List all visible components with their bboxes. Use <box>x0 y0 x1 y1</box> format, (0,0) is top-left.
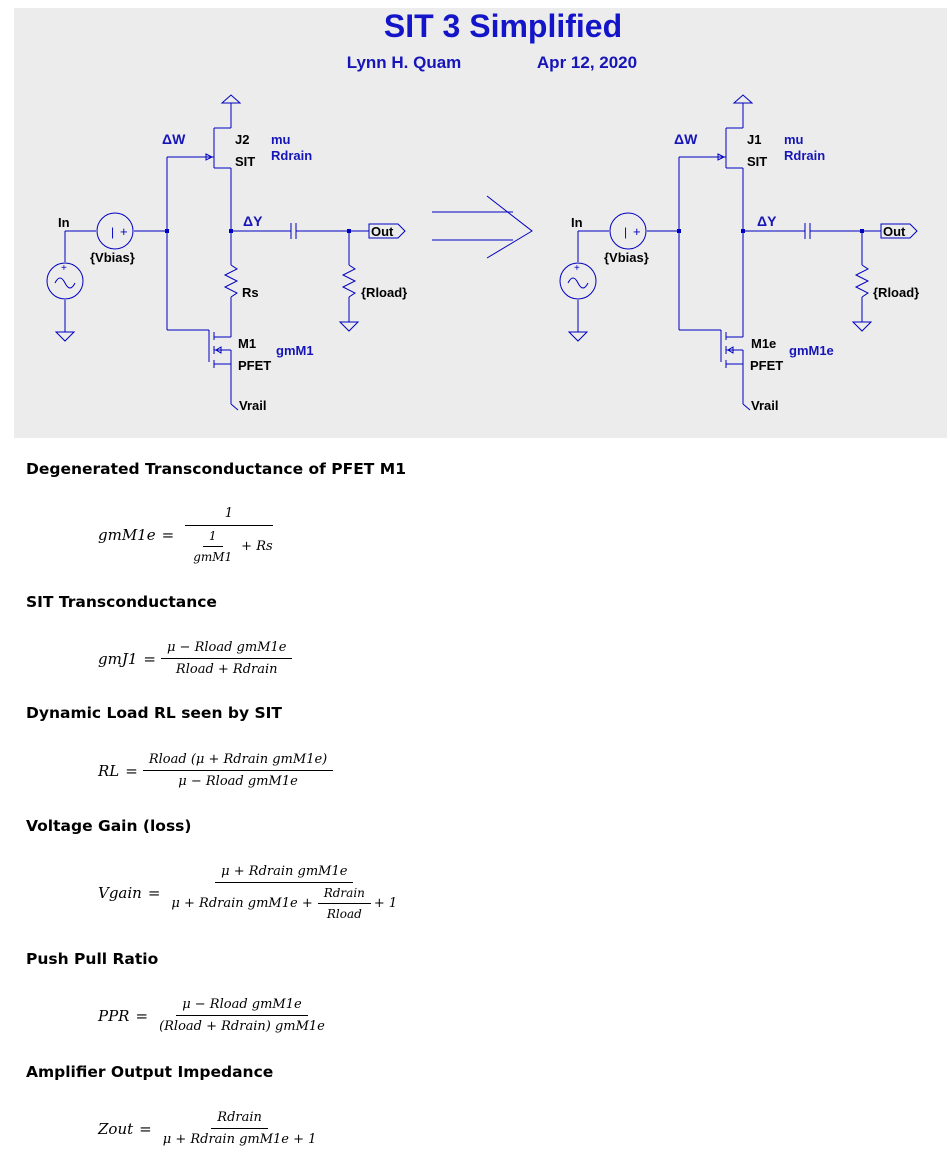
denominator: Rload + Rdrain <box>175 662 278 677</box>
equation-lhs: gmM1e <box>98 526 156 544</box>
equation-gmj1: gmJ1= μ − Rload gmM1e Rload + Rdrain <box>98 640 293 677</box>
fraction: Rload (μ + Rdrain gmM1e) μ − Rload gmM1e <box>142 752 334 789</box>
fraction: Rdrain μ + Rdrain gmM1e + 1 <box>157 1110 323 1147</box>
section-heading-sit-gm: SIT Transconductance <box>26 593 217 611</box>
mos-model-right: PFET <box>750 358 783 373</box>
denominator-post: + 1 <box>373 896 398 911</box>
jfet-model-left: SIT <box>235 154 255 169</box>
section-heading-voltage-gain: Voltage Gain (loss) <box>26 817 192 835</box>
equation-ppr: PPR= μ − Rload gmM1e (Rload + Rdrain) gm… <box>98 997 331 1034</box>
inner-denominator: Rload <box>326 907 362 921</box>
section-heading-output-impedance: Amplifier Output Impedance <box>26 1063 274 1081</box>
rload-label-left: {Rload} <box>361 285 407 300</box>
left-schematic <box>46 94 406 411</box>
numerator: Rdrain <box>211 1110 268 1129</box>
gm-label-right: gmM1e <box>789 343 834 358</box>
equation-lhs: PPR <box>98 1006 130 1025</box>
ac-source-plus-left: + <box>61 263 67 274</box>
dw-label-left: ΔW <box>162 131 186 147</box>
date-label: Apr 12, 2020 <box>537 53 637 72</box>
rs-label: Rs <box>242 285 259 300</box>
fraction: μ + Rdrain gmM1e μ + Rdrain gmM1e + Rdra… <box>165 864 403 921</box>
dc-source-plus-left: + <box>120 224 128 239</box>
equation-lhs: Zout <box>98 1119 134 1138</box>
schematic-panel <box>14 8 947 438</box>
dy-label-left: ΔY <box>243 213 263 229</box>
fraction: μ − Rload gmM1e (Rload + Rdrain) gmM1e <box>153 997 331 1034</box>
denominator-rest: + Rs <box>241 539 273 554</box>
dy-label-right: ΔY <box>757 213 777 229</box>
rdrain-label-left: Rdrain <box>271 148 312 163</box>
vbias-label-right: {Vbias} <box>604 250 649 265</box>
dc-source-plus-right: + <box>633 224 641 239</box>
inner-fraction: 1 gmM1 <box>187 529 238 564</box>
ac-sine-icon-right <box>567 277 589 289</box>
right-schematic <box>559 94 918 411</box>
rload-label-right: {Rload} <box>873 285 919 300</box>
schematic-canvas: SIT 3 Simplified Lynn H. Quam Apr 12, 20… <box>46 8 919 413</box>
ac-sine-icon-left <box>54 277 76 289</box>
mos-model-left: PFET <box>238 358 271 373</box>
jfet-name-right: J1 <box>747 132 761 147</box>
denominator: μ − Rload gmM1e <box>178 774 298 789</box>
inner-numerator: 1 <box>202 529 223 547</box>
dw-label-right: ΔW <box>674 131 698 147</box>
equation-lhs: gmJ1 <box>98 649 138 668</box>
in-label-left: In <box>58 215 70 230</box>
denominator: μ + Rdrain gmM1e + Rdrain Rload + 1 <box>165 883 403 921</box>
ac-source-plus-right: + <box>574 263 580 274</box>
equation-gmm1e: gmM1e= 1 1 gmM1 + Rs <box>98 506 279 564</box>
jfet-name-left: J2 <box>235 132 249 147</box>
out-label-left: Out <box>371 224 394 239</box>
rdrain-label-right: Rdrain <box>784 148 825 163</box>
numerator: 1 <box>184 506 274 526</box>
mos-name-right: M1e <box>751 336 776 351</box>
inner-denominator: gmM1 <box>193 550 233 564</box>
numerator: μ − Rload gmM1e <box>176 997 308 1016</box>
mos-name-left: M1 <box>238 336 256 351</box>
denominator-pre: μ + Rdrain gmM1e + <box>171 896 313 911</box>
numerator: μ − Rload gmM1e <box>160 640 293 659</box>
gm-label-left: gmM1 <box>276 343 314 358</box>
inner-fraction: Rdrain Rload <box>317 886 371 921</box>
equation-lhs: RL <box>98 761 120 780</box>
page-title: SIT 3 Simplified <box>384 8 622 44</box>
numerator: μ + Rdrain gmM1e <box>215 864 354 883</box>
fraction: μ − Rload gmM1e Rload + Rdrain <box>160 640 293 677</box>
dc-source-minus-left: | <box>111 225 114 239</box>
fraction: 1 1 gmM1 + Rs <box>179 506 278 564</box>
jfet-model-right: SIT <box>747 154 767 169</box>
section-heading-degenerated-gm: Degenerated Transconductance of PFET M1 <box>26 460 406 478</box>
mu-label-left: mu <box>271 132 291 147</box>
equation-lhs: Vgain <box>98 883 142 902</box>
author-label: Lynn H. Quam <box>347 53 462 72</box>
section-heading-dynamic-load: Dynamic Load RL seen by SIT <box>26 704 282 722</box>
out-label-right: Out <box>883 224 906 239</box>
denominator: (Rload + Rdrain) gmM1e <box>159 1019 325 1034</box>
inner-numerator: Rdrain <box>317 886 371 904</box>
equation-vgain: Vgain= μ + Rdrain gmM1e μ + Rdrain gmM1e… <box>98 864 403 921</box>
section-heading-push-pull: Push Pull Ratio <box>26 950 159 968</box>
equation-rl: RL= Rload (μ + Rdrain gmM1e) μ − Rload g… <box>98 752 334 789</box>
equation-zout: Zout= Rdrain μ + Rdrain gmM1e + 1 <box>98 1110 322 1147</box>
denominator: 1 gmM1 + Rs <box>179 526 278 564</box>
transform-arrow-icon <box>432 195 533 259</box>
denominator: μ + Rdrain gmM1e + 1 <box>162 1132 317 1147</box>
vrail-label-right: Vrail <box>751 398 778 413</box>
numerator: Rload (μ + Rdrain gmM1e) <box>142 752 334 771</box>
vbias-label-left: {Vbias} <box>90 250 135 265</box>
mu-label-right: mu <box>784 132 804 147</box>
dc-source-minus-right: | <box>624 225 627 239</box>
vrail-label-left: Vrail <box>239 398 266 413</box>
in-label-right: In <box>571 215 583 230</box>
